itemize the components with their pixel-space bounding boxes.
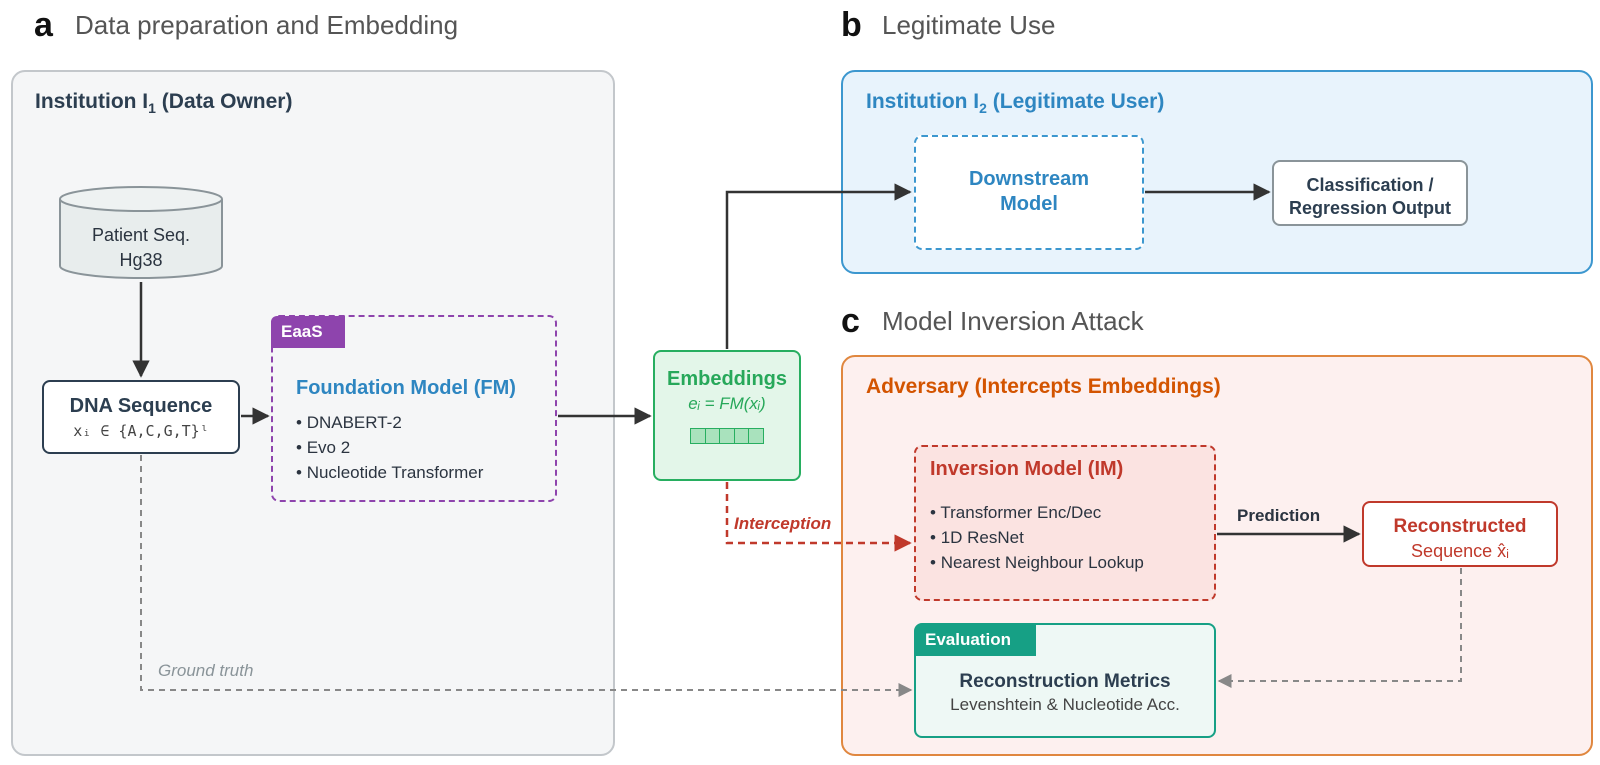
evaluation-subtitle: Levenshtein & Nucleotide Acc.	[950, 695, 1180, 714]
inversion-model-title: Inversion Model (IM)	[930, 458, 1124, 480]
panel-b-letter: b	[841, 6, 862, 44]
dna-sequence-box: DNA Sequence xᵢ ∈ {A,C,G,T}ˡ	[42, 380, 240, 454]
embedding-cell	[748, 428, 764, 444]
eaas-tag: EaaS	[271, 316, 345, 348]
classification-output-box: Classification / Regression Output	[1272, 160, 1468, 226]
panel-a-letter: a	[34, 6, 53, 44]
reconstructed-sequence-box: Reconstructed Sequence x̂ᵢ	[1362, 501, 1558, 567]
panel-c-title: Model Inversion Attack	[882, 306, 1144, 336]
reconstructed-line-1: Reconstructed	[1393, 516, 1527, 537]
panel-a-title: Data preparation and Embedding	[75, 10, 459, 40]
embeddings-title: Embeddings	[666, 368, 787, 390]
downstream-line-2: Model	[1000, 193, 1058, 215]
output-line-2: Regression Output	[1288, 198, 1451, 218]
panel-b-title: Legitimate Use	[882, 10, 1056, 40]
im-item: 1D ResNet	[930, 525, 1144, 550]
patient-database-icon	[59, 186, 223, 279]
arrow-reconstructed-to-eval	[1217, 568, 1462, 688]
evaluation-title: Reconstruction Metrics	[959, 671, 1171, 692]
panel-c-letter: c	[841, 302, 860, 340]
downstream-model-box: Downstream Model	[914, 135, 1144, 250]
dna-sequence-formula: xᵢ ∈ {A,C,G,T}ˡ	[73, 422, 209, 440]
downstream-line-1: Downstream	[968, 168, 1090, 190]
arrow-ground-truth	[140, 455, 913, 697]
dna-sequence-title: DNA Sequence	[69, 395, 213, 417]
fm-item: DNABERT-2	[296, 410, 483, 435]
embedding-vector	[655, 428, 799, 444]
inversion-model-list: Transformer Enc/Dec 1D ResNet Nearest Ne…	[930, 500, 1144, 575]
institution-2-title: Institution I2 (Legitimate User)	[866, 90, 1165, 117]
embeddings-formula: eᵢ = FM(xᵢ)	[688, 394, 766, 413]
fm-item: Nucleotide Transformer	[296, 460, 484, 485]
im-item: Nearest Neighbour Lookup	[930, 550, 1144, 575]
embeddings-box: Embeddings eᵢ = FM(xᵢ)	[653, 350, 801, 481]
evaluation-box	[914, 623, 1216, 738]
evaluation-tag: Evaluation	[915, 624, 1036, 656]
database-label: Patient Seq. Hg38	[91, 225, 191, 270]
institution-1-title: Institution I1 (Data Owner)	[35, 90, 293, 117]
foundation-model-box	[271, 315, 557, 502]
reconstructed-line-2: Sequence x̂ᵢ	[1411, 541, 1509, 561]
foundation-model-title: Foundation Model (FM)	[296, 377, 516, 399]
interception-label: Interception	[734, 514, 832, 533]
foundation-model-list: DNABERT-2 Evo 2 Nucleotide Transformer	[296, 410, 484, 485]
output-line-1: Classification /	[1306, 175, 1434, 195]
prediction-label: Prediction	[1237, 506, 1321, 525]
arrow-interception	[725, 482, 912, 552]
adversary-title: Adversary (Intercepts Embeddings)	[866, 375, 1221, 398]
ground-truth-label: Ground truth	[158, 661, 254, 680]
im-item: Transformer Enc/Dec	[930, 500, 1144, 525]
arrow-embeddings-to-downstream	[725, 183, 912, 349]
fm-item: Evo 2	[296, 435, 483, 460]
